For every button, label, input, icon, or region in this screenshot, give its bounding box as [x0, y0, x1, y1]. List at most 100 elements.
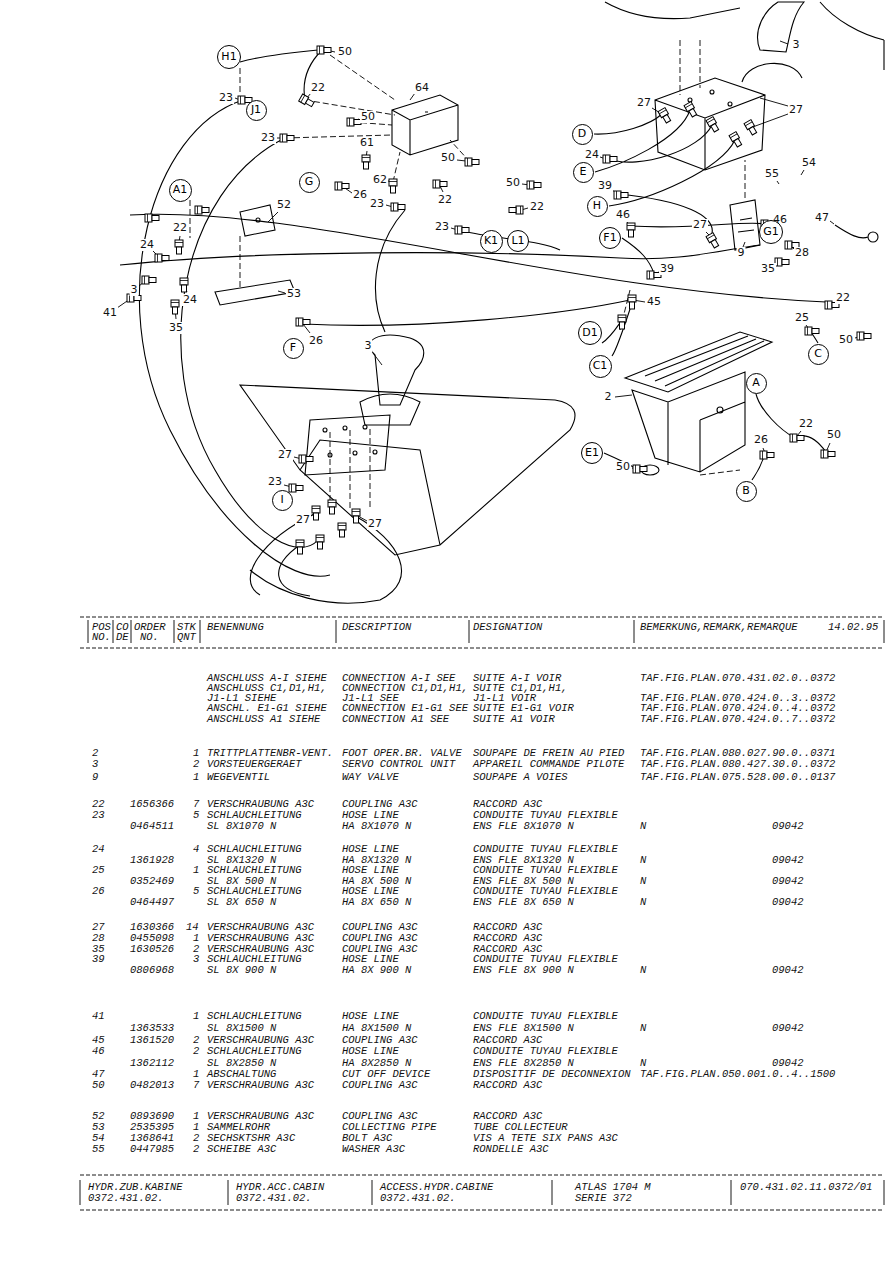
table-cell: HOSE LINE: [342, 864, 399, 876]
table-cell: 2: [92, 747, 98, 759]
cut-off-device: [835, 225, 878, 242]
connection-letter-circle: F: [283, 338, 304, 359]
callout-number: 35: [760, 263, 776, 275]
hose-line: [375, 210, 405, 332]
table-cell: N: [640, 1057, 646, 1069]
callout-number: 9: [737, 247, 746, 259]
hose-line: [594, 110, 735, 206]
table-cell: CONNECTION A1 SEE: [342, 713, 449, 725]
fitting: [155, 254, 169, 262]
table-cell: VORSTEUERGERAET: [207, 758, 302, 770]
table-cell: 1656366: [130, 798, 174, 810]
connection-letter: H1: [221, 51, 236, 63]
table-cell: 2: [193, 1143, 199, 1155]
table-cell: N: [640, 1022, 646, 1034]
fitting: [627, 223, 635, 237]
connection-letter: K1: [484, 235, 498, 247]
callout-number: 24: [182, 294, 198, 306]
table-cell: 25: [92, 864, 105, 876]
callout-number: 55: [764, 168, 780, 180]
table-cell: ENS FLE 8X1500 N: [473, 1022, 574, 1034]
table-cell: VERSCHRAUBUNG A3C: [207, 798, 314, 810]
connection-letter: J1: [251, 104, 261, 116]
fitting: [280, 134, 294, 142]
connection-letter-circle: F1: [599, 227, 621, 249]
table-cell: 27: [92, 921, 105, 933]
table-cell: SERVO CONTROL UNIT: [342, 758, 455, 770]
fitting: [289, 484, 303, 492]
table-cell: 4: [193, 843, 199, 855]
table-cell: DE: [116, 631, 129, 643]
connection-letter: B: [742, 485, 750, 497]
callout-number: 23: [369, 198, 385, 210]
callout-number: 35: [168, 322, 184, 334]
table-cell: HOSE LINE: [342, 1045, 399, 1057]
fitting: [175, 240, 183, 254]
table-cell: 2: [193, 1045, 199, 1057]
hose-line: [130, 214, 826, 302]
table-cell: 1630366: [130, 921, 174, 933]
table-cell: 1368641: [130, 1132, 174, 1144]
table-cell: 1: [193, 771, 199, 783]
table-cell: 54: [92, 1132, 105, 1144]
fitting: [744, 120, 758, 136]
callout-number: 50: [838, 334, 854, 346]
table-cell: WEGEVENTIL: [207, 771, 270, 783]
fitting: [760, 451, 774, 459]
table-cell: SCHLAUCHLEITUNG: [207, 1045, 302, 1057]
control-unit-outline: [655, 78, 765, 170]
table-cell: 0372.431.02.: [380, 1192, 456, 1204]
hose-line: [604, 394, 826, 480]
connection-letter: A1: [173, 184, 188, 196]
table-cell: HOSE LINE: [342, 953, 399, 965]
connection-letter: L1: [511, 235, 524, 247]
table-cell: ENS FLE 8X2850 N: [473, 1057, 574, 1069]
connection-letter: H: [593, 200, 601, 212]
table-cell: TAF.FIG.PLAN.070.424.0..7..0372: [640, 713, 835, 725]
table-cell: COUPLING A3C: [342, 1034, 418, 1046]
table-cell: 0455098: [130, 932, 174, 944]
fitting: [352, 509, 360, 523]
connection-letter: F1: [603, 232, 616, 244]
table-cell: BOLT A3C: [342, 1132, 392, 1144]
callout-number: 24: [584, 149, 600, 161]
table-cell: SERIE 372: [575, 1192, 632, 1204]
table-cell: HYDR.ACC.CABIN: [236, 1181, 324, 1193]
connection-letter-circle: A1: [169, 179, 192, 202]
table-cell: 22: [92, 798, 105, 810]
table-cell: HA 8X 650 N: [342, 896, 411, 908]
table-cell: CONNECTION E1-G1 SEE: [342, 702, 468, 714]
table-cell: BEMERKUNG,REMARK,REMARQUE: [640, 621, 798, 633]
table-cell: 09042: [772, 875, 804, 887]
connection-letter-circle: L1: [507, 230, 529, 252]
callout-number: 61: [359, 137, 375, 149]
connection-letter-circle: I: [272, 490, 293, 511]
fitting: [775, 258, 789, 266]
table-cell: 23: [92, 809, 105, 821]
callout-number: 50: [337, 46, 353, 58]
table-cell: N: [640, 896, 646, 908]
connection-letter: D1: [582, 327, 597, 339]
callout-number: 46: [615, 209, 631, 221]
table-cell: HA 8X1500 N: [342, 1022, 411, 1034]
table-cell: 14: [186, 921, 199, 933]
bolt-holes: [688, 90, 732, 106]
callout-number: 26: [753, 434, 769, 446]
table-cell: 0352469: [130, 875, 174, 887]
table-cell: TAF.FIG.PLAN.080.427.30.0..0372: [640, 758, 835, 770]
table-cell: RACCORD A3C: [473, 798, 542, 810]
table-cell: 39: [92, 953, 105, 965]
table-cell: 50: [92, 1079, 105, 1091]
table-cell: 0482013: [130, 1079, 174, 1091]
connection-letter-circle: K1: [480, 230, 503, 253]
table-cell: 7: [193, 798, 199, 810]
table-cell: 1: [193, 932, 199, 944]
connection-letter: D: [578, 128, 586, 140]
table-cell: COUPLING A3C: [342, 1079, 418, 1091]
table-cell: ANSCHL. E1-G1 SIEHE: [207, 702, 327, 714]
console-outline: [240, 385, 575, 555]
table-cell: N: [640, 820, 646, 832]
table-cell: 09042: [772, 820, 804, 832]
